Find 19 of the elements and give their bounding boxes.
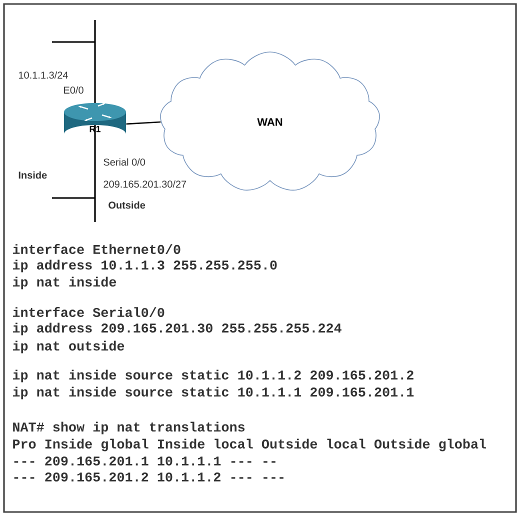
code-line: ip nat inside source static 10.1.1.2 209.165.201.2: [12, 370, 414, 382]
code-line: --- 209.165.201.2 10.1.1.2 --- ---: [14, 472, 284, 482]
code-line: interface Serial0/0: [12, 307, 164, 318]
link-line: [126, 121, 161, 125]
code-line: interface Ethernet0/0: [12, 244, 180, 254]
zone-label: Outside: [108, 201, 146, 209]
code-line: --- 209.165.201.1 10.1.1.1 --- --: [14, 456, 276, 466]
code-line: ip nat outside: [12, 340, 124, 354]
code-line: ip nat inside source static 10.1.1.1 209.165.201.1: [12, 386, 414, 400]
code-line: ip address 10.1.1.3 255.255.255.0: [12, 260, 277, 272]
ip-address-label: 10.1.1.3/24: [18, 71, 68, 79]
ip-address-label: 209.165.201.30/27: [104, 180, 186, 188]
interface-label: Serial 0/0: [104, 158, 146, 166]
code-line: ip address 209.165.201.30 255.255.255.224: [12, 322, 342, 336]
zone-label: Inside: [18, 171, 47, 179]
interface-label: E0/0: [64, 86, 84, 94]
code-line: ip nat inside: [12, 276, 116, 290]
code-line: Pro Inside global Inside local Outside local Outside global: [13, 438, 486, 452]
code-line: NAT# show ip nat translations: [13, 422, 245, 434]
